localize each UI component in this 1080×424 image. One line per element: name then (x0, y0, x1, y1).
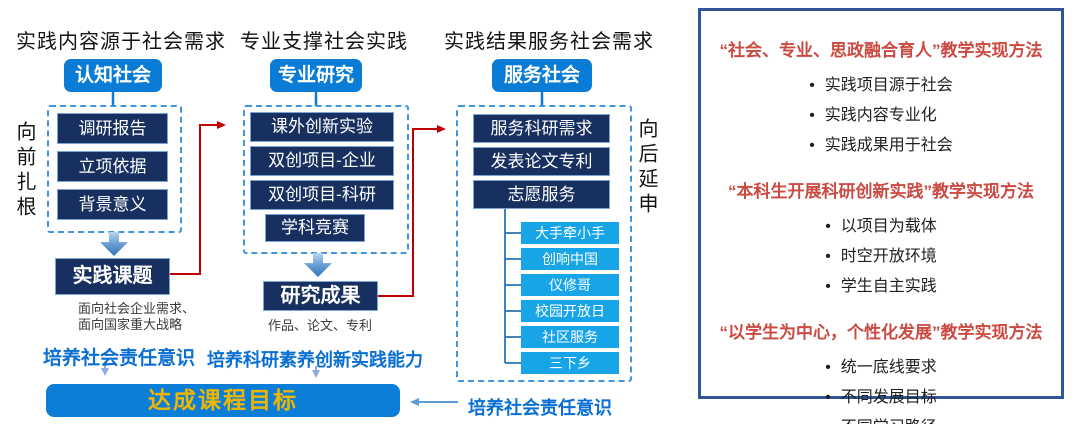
method-bullet-text: 实践项目源于社会 (824, 77, 953, 94)
bullet-dot: • (825, 278, 831, 295)
column-title-1: 实践内容源于社会需求 (16, 31, 226, 53)
method-heading: “本科生开展科研创新实践”教学实现方法 (728, 182, 1034, 201)
method-bullet: • 不同发展目标 (825, 383, 937, 407)
method-bullet-text: 时空开放环境 (840, 248, 937, 265)
method-section: “以学生为中心，个性化发展”教学实现方法 • 统一底线要求 • 不同发展目标 • 不同… (713, 318, 1049, 424)
sub-item: 三下乡 (521, 352, 619, 374)
method-bullet-text: 学生自主实践 (840, 278, 937, 295)
goal-bar: 达成课程目标 (46, 384, 400, 417)
method-bullet: • 实践成果用于社会 (809, 131, 953, 155)
method-section: “社会、专业、思政融合育人”教学实现方法 • 实践项目源于社会 • 实践内容专业化 … (713, 36, 1049, 155)
method-heading: “以学生为中心，个性化发展”教学实现方法 (719, 323, 1043, 342)
flow-item: 志愿服务 (473, 180, 610, 209)
sub-item: 创响中国 (521, 248, 619, 270)
flow-item: 双创项目-科研 (250, 180, 394, 210)
caption-line: 作品、论文、专利 (267, 318, 372, 333)
method-heading: “社会、专业、思政融合育人”教学实现方法 (719, 41, 1043, 60)
outcome-text: 培养社会责任意识 (43, 348, 196, 369)
method-bullet: • 时空开放环境 (825, 242, 937, 266)
method-bullet-text: 实践内容专业化 (824, 107, 937, 124)
method-bullet: • 实践项目源于社会 (809, 71, 953, 95)
bullet-dot: • (825, 248, 831, 265)
bullet-dot: • (809, 137, 815, 154)
method-bullet: • 以项目为载体 (825, 212, 937, 236)
sub-item: 大手牵小手 (521, 222, 619, 244)
outcome-text: 培养社会责任意识 (468, 398, 612, 418)
bullet-dot: • (809, 77, 815, 94)
stage-header-serve-society: 服务社会 (492, 59, 592, 92)
bullet-dot: • (825, 389, 831, 406)
method-bullet: • 不同学习路径 (825, 413, 937, 424)
flow-item: 发表论文专利 (473, 147, 610, 176)
methods-panel: “社会、专业、思政融合育人”教学实现方法 • 实践项目源于社会 • 实践内容专业化 … (698, 8, 1064, 424)
stage-header-cognize-society: 认知社会 (64, 59, 162, 92)
bullet-dot: • (825, 419, 831, 424)
method-bullet: • 统一底线要求 (825, 353, 937, 377)
method-bullet-text: 实践成果用于社会 (824, 137, 953, 154)
flow-item: 背景意义 (57, 189, 168, 220)
method-bullet-text: 统一底线要求 (840, 359, 937, 376)
result-box-practice-topic: 实践课题 (55, 258, 170, 295)
right-rail-label: 向后延申 (635, 118, 657, 218)
method-bullet-text: 以项目为载体 (840, 218, 937, 235)
column-title-2: 专业支撑社会实践 (240, 31, 408, 53)
method-bullet-text: 不同学习路径 (841, 419, 937, 424)
dashed-group-3 (456, 105, 632, 382)
result-box-research-output: 研究成果 (263, 281, 378, 311)
method-bullet-list: • 实践项目源于社会 • 实践内容专业化 • 实践成果用于社会 (809, 71, 953, 155)
caption-line: 面向社会企业需求、 (78, 301, 196, 316)
flow-item: 调研报告 (57, 113, 168, 144)
method-bullet-list: • 以项目为载体 • 时空开放环境 • 学生自主实践 (825, 212, 937, 296)
method-bullet-text: 不同发展目标 (840, 389, 937, 406)
flow-item: 服务科研需求 (473, 114, 610, 143)
column-title-3: 实践结果服务社会需求 (444, 31, 654, 53)
flow-item: 立项依据 (57, 151, 168, 182)
method-section: “本科生开展科研创新实践”教学实现方法 • 以项目为载体 • 时空开放环境 • 学生自… (713, 177, 1049, 296)
dashed-group-2 (243, 105, 409, 254)
bullet-dot: • (825, 218, 831, 235)
method-bullet-list: • 统一底线要求 • 不同发展目标 • 不同学习路径 (825, 353, 937, 424)
stage-header-professional-research: 专业研究 (270, 59, 362, 92)
bullet-dot: • (809, 107, 815, 124)
outcome-text: 培养科研素养创新实践能力 (207, 350, 423, 370)
bullet-dot: • (825, 359, 831, 376)
sub-item: 校园开放日 (521, 300, 619, 322)
method-bullet: • 实践内容专业化 (809, 101, 953, 125)
left-rail-label: 向前扎根 (13, 121, 35, 221)
caption-line: 面向国家重大战略 (78, 317, 183, 332)
sub-item: 社区服务 (521, 326, 619, 348)
flow-item: 学科竞赛 (265, 214, 365, 242)
sub-item: 仪修哥 (521, 274, 619, 296)
flow-item: 双创项目-企业 (250, 146, 394, 176)
flow-item: 课外创新实验 (250, 112, 394, 142)
method-bullet: • 学生自主实践 (825, 272, 937, 296)
